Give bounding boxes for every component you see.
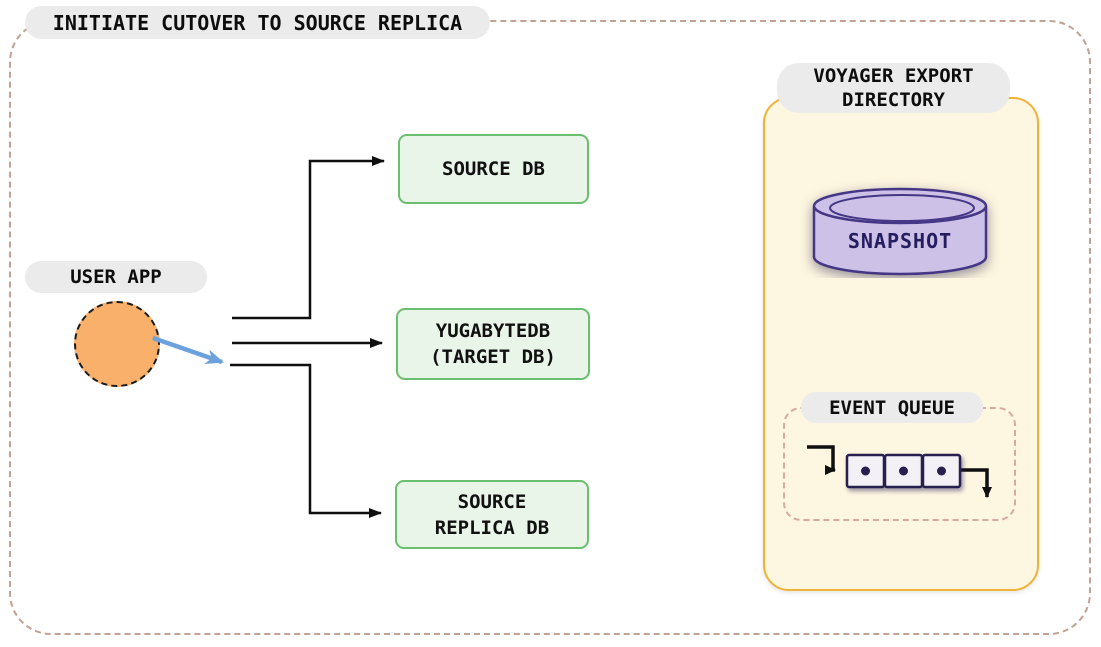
user-app-icon <box>74 301 160 387</box>
voyager-export-directory-container <box>763 97 1039 591</box>
voyager-label-line2: DIRECTORY <box>842 89 945 111</box>
voyager-label-line1: VOYAGER EXPORT <box>813 65 974 87</box>
replica-db-label-line2: REPLICA DB <box>434 516 550 539</box>
source-db-box: SOURCE DB <box>398 134 589 204</box>
queue-in-arrow <box>807 445 836 475</box>
source-db-label: SOURCE DB <box>442 158 545 180</box>
user-app-label: USER APP <box>25 261 207 293</box>
snapshot-label: SNAPSHOT <box>847 229 953 253</box>
yugabytedb-target-db-box: YUGABYTEDB (TARGET DB) <box>396 308 590 380</box>
source-replica-db-box: SOURCE REPLICA DB <box>395 480 589 549</box>
diagram-title: INITIATE CUTOVER TO SOURCE REPLICA <box>25 6 490 39</box>
queue-cells <box>845 453 962 489</box>
diagram-outer-border <box>9 20 1091 635</box>
event-queue-label: EVENT QUEUE <box>801 392 983 423</box>
queue-out-arrow <box>960 468 992 498</box>
snapshot-cylinder-icon <box>812 187 988 276</box>
event-queue-icon <box>807 445 992 498</box>
replica-db-label-line1: SOURCE <box>457 490 527 513</box>
target-db-label-line1: YUGABYTEDB <box>435 320 551 342</box>
voyager-export-directory-label: VOYAGER EXPORT DIRECTORY <box>777 63 1010 113</box>
target-db-label-line2: (TARGET DB) <box>430 346 556 368</box>
